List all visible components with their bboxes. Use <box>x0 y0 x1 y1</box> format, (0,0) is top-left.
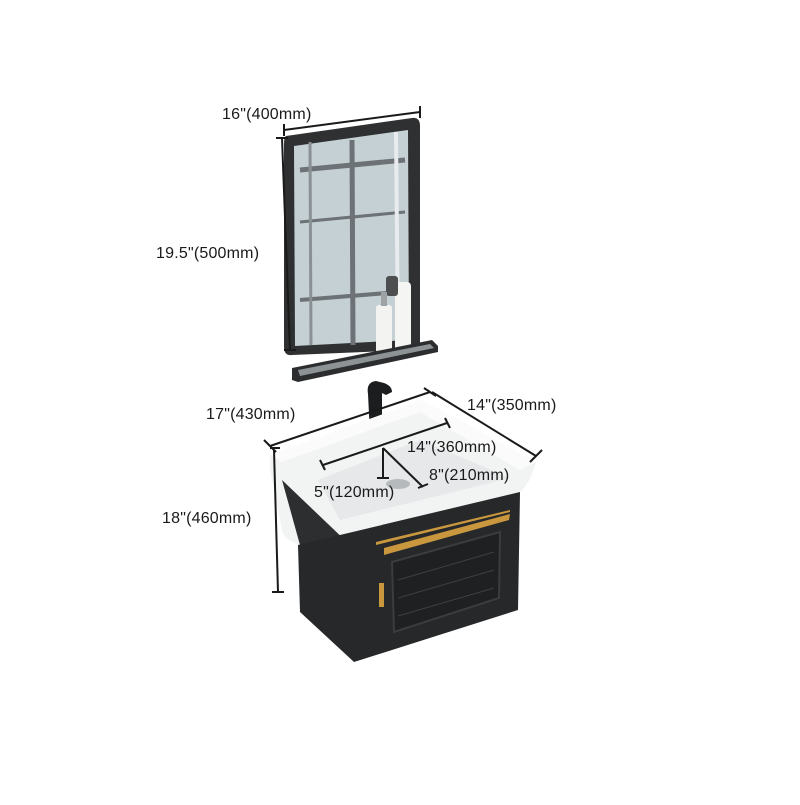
basin-depth-label: 14"(350mm) <box>467 397 557 414</box>
cabinet <box>282 480 520 662</box>
bowl-width-label: 14"(360mm) <box>407 439 497 456</box>
cabinet-height-label: 18"(460mm) <box>162 510 252 527</box>
bowl-depth-label: 8"(210mm) <box>429 467 510 484</box>
dimension-lines <box>263 106 543 593</box>
ceramic-basin <box>270 400 536 545</box>
bowl-height-label: 5"(120mm) <box>314 484 395 501</box>
mirror-height-label: 19.5"(500mm) <box>156 245 260 262</box>
mirror-width-label: 16"(400mm) <box>222 106 312 123</box>
mirror <box>284 117 420 356</box>
basin-width-label: 17"(430mm) <box>206 406 296 423</box>
mirror-shelf <box>292 340 438 382</box>
